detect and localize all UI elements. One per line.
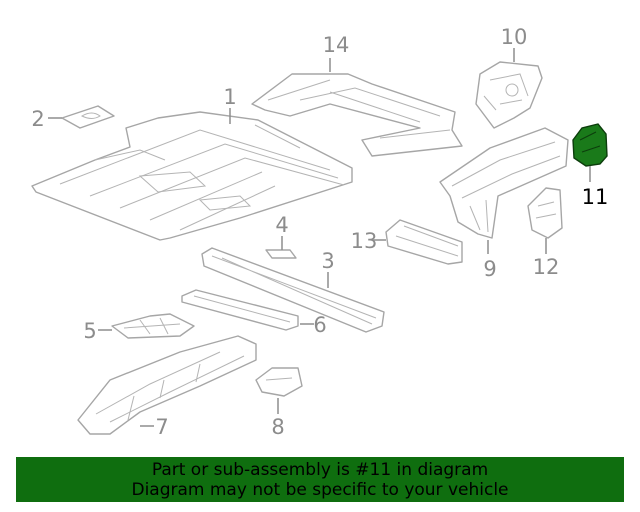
callout-8: 8 <box>271 415 284 439</box>
part-5-reinforcement <box>111 313 195 339</box>
callout-3: 3 <box>321 249 334 273</box>
callout-5: 5 <box>83 319 96 343</box>
callout-13: 13 <box>351 229 378 253</box>
leader-lines <box>48 48 591 427</box>
parts-diagram: 1 2 3 4 5 6 7 8 9 10 11 12 13 14 <box>31 25 608 439</box>
callout-1: 1 <box>223 85 236 109</box>
part-11-highlighted[interactable] <box>572 123 608 167</box>
part-6-bar <box>181 289 299 331</box>
callout-2: 2 <box>31 107 44 131</box>
part-12-bracket <box>527 187 563 239</box>
part-8-bracket <box>255 367 303 397</box>
banner-line-2: Diagram may not be specific to your vehi… <box>131 480 509 500</box>
callout-9: 9 <box>483 257 496 281</box>
callout-7: 7 <box>155 415 168 439</box>
part-1-floor-pan <box>31 111 353 241</box>
info-banner: Part or sub-assembly is #11 in diagram D… <box>16 457 624 502</box>
part-2-plate <box>61 105 115 129</box>
callout-11: 11 <box>582 185 609 209</box>
part-10-bracket <box>475 61 543 129</box>
part-4-clip <box>265 249 297 259</box>
part-14-crossmember-frame <box>251 73 463 157</box>
callout-10: 10 <box>501 25 528 49</box>
callout-labels: 1 2 3 4 5 6 7 8 9 10 11 12 13 14 <box>31 25 608 439</box>
callout-14: 14 <box>323 33 350 57</box>
part-7-rear-frame <box>77 335 257 435</box>
banner-line-1: Part or sub-assembly is #11 in diagram <box>151 460 489 480</box>
part-3-long-rail <box>201 247 385 333</box>
callout-12: 12 <box>533 255 560 279</box>
callout-6: 6 <box>313 313 326 337</box>
part-13-channel <box>385 219 463 265</box>
part-9-side-rail <box>439 127 569 239</box>
callout-4: 4 <box>275 213 288 237</box>
